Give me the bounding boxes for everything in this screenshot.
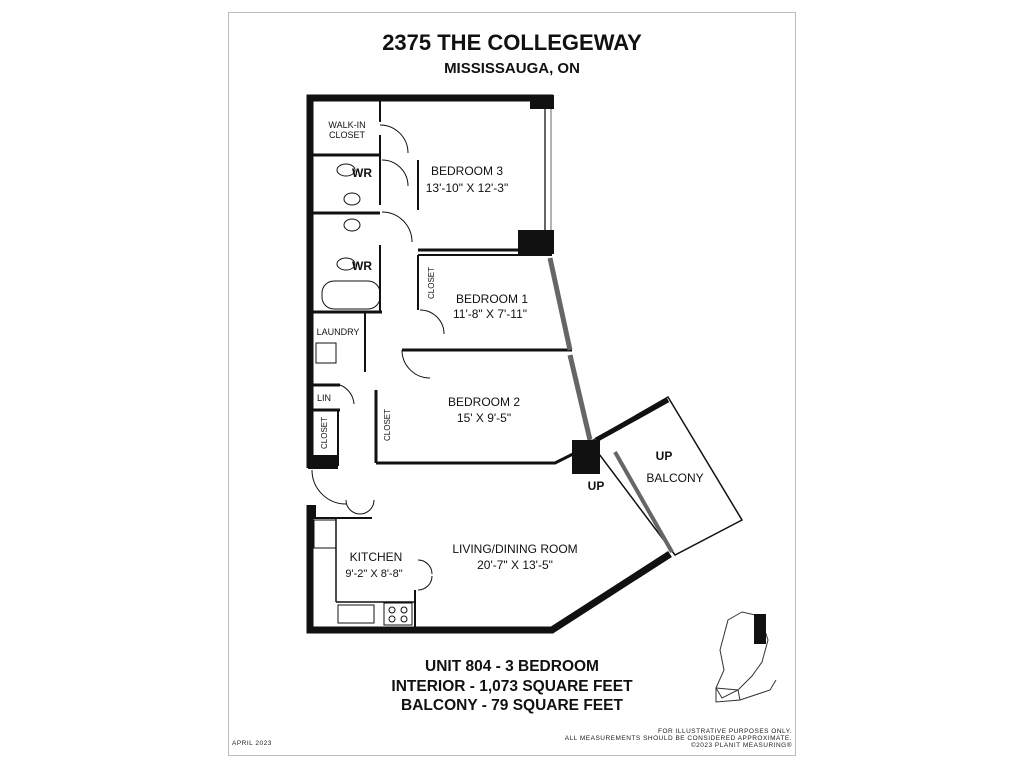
column-b3-top bbox=[530, 95, 554, 109]
disclaimer-line2: ALL MEASUREMENTS SHOULD BE CONSIDERED AP… bbox=[564, 735, 792, 742]
dims-kitchen: 9'-2" X 8'-8" bbox=[345, 568, 402, 580]
sink-icon-upper bbox=[343, 192, 361, 206]
toilet-icon-upper bbox=[336, 163, 356, 177]
outer-wall-left bbox=[306, 94, 553, 468]
city-subtitle: MISSISSAUGA, ON bbox=[444, 60, 580, 77]
window-b1 bbox=[547, 257, 573, 351]
door-arc-walkin bbox=[379, 124, 409, 154]
balcony-door bbox=[613, 451, 674, 553]
footer-balcony: BALCONY - 79 SQUARE FEET bbox=[401, 697, 623, 714]
label-balcony: BALCONY bbox=[646, 471, 703, 485]
fridge-icon bbox=[313, 519, 337, 549]
label-lin: LIN bbox=[317, 393, 331, 403]
bathtub-icon bbox=[321, 280, 381, 310]
door-arc-kitchen-left bbox=[345, 499, 361, 515]
sink-icon-lower bbox=[343, 218, 361, 232]
column-hall bbox=[308, 455, 338, 469]
key-plan-unit-highlight bbox=[754, 614, 766, 644]
column-kitchen bbox=[308, 505, 316, 519]
label-up-right: UP bbox=[656, 449, 673, 463]
label-up-left: UP bbox=[588, 479, 605, 493]
label-kitchen: KITCHEN bbox=[350, 550, 403, 564]
washer-icon bbox=[315, 342, 337, 364]
label-bedroom3: BEDROOM 3 bbox=[431, 164, 503, 178]
building-title: 2375 THE COLLEGEWAY bbox=[382, 30, 642, 55]
door-arc-b2 bbox=[401, 349, 431, 379]
dims-bedroom1: 11'-8" X 7'-11" bbox=[453, 307, 527, 321]
door-arc-kitchen-right bbox=[359, 499, 375, 515]
door-arc-wr2 bbox=[381, 211, 413, 243]
label-closet-hall: CLOSET bbox=[320, 417, 329, 449]
dims-living: 20'-7" X 13'-5" bbox=[477, 558, 553, 572]
door-arc-wr1 bbox=[381, 159, 409, 187]
label-laundry: LAUNDRY bbox=[317, 327, 360, 337]
outer-wall-bottom bbox=[306, 505, 672, 634]
label-bedroom1: BEDROOM 1 bbox=[456, 292, 528, 306]
label-bedroom2: BEDROOM 2 bbox=[448, 395, 520, 409]
door-arc-lin bbox=[339, 384, 355, 405]
window-b2 bbox=[567, 354, 593, 441]
column-balcony bbox=[572, 440, 600, 474]
dims-bedroom2: 15' X 9'-5" bbox=[457, 411, 511, 425]
date-note: APRIL 2023 bbox=[232, 740, 272, 747]
stove-icon bbox=[383, 602, 413, 626]
door-arc-b1 bbox=[419, 309, 445, 335]
door-arc-pantry bbox=[417, 559, 433, 575]
label-closet-b2: CLOSET bbox=[383, 409, 392, 441]
column-b3-bottom bbox=[518, 230, 554, 254]
disclaimer-line1: FOR ILLUSTRATIVE PURPOSES ONLY. bbox=[658, 728, 792, 735]
label-closet-b1: CLOSET bbox=[427, 267, 436, 299]
label-wr-upper: WR bbox=[352, 166, 372, 180]
door-arc-pantry2 bbox=[417, 575, 433, 591]
label-walkin-2: CLOSET bbox=[329, 130, 366, 140]
label-living: LIVING/DINING ROOM bbox=[452, 542, 577, 556]
footer-interior: INTERIOR - 1,073 SQUARE FEET bbox=[391, 678, 633, 695]
toilet-icon-lower bbox=[336, 257, 356, 271]
burner-icon-2 bbox=[400, 606, 408, 614]
door-arc-entry bbox=[311, 469, 347, 505]
burner-icon-3 bbox=[388, 615, 396, 623]
dims-bedroom3: 13'-10" X 12'-3" bbox=[426, 181, 508, 195]
copyright-note: ©2023 PLANIT MEASURING® bbox=[690, 742, 792, 749]
burner-icon-1 bbox=[388, 606, 396, 614]
wall-b2-bottom bbox=[376, 446, 586, 465]
footer-unit: UNIT 804 - 3 BEDROOM bbox=[425, 658, 599, 675]
label-walkin-1: WALK-IN bbox=[328, 120, 365, 130]
label-wr-lower: WR bbox=[352, 259, 372, 273]
balcony-wall-top bbox=[594, 397, 670, 443]
kitchen-sink-icon bbox=[337, 604, 375, 624]
burner-icon-4 bbox=[400, 615, 408, 623]
